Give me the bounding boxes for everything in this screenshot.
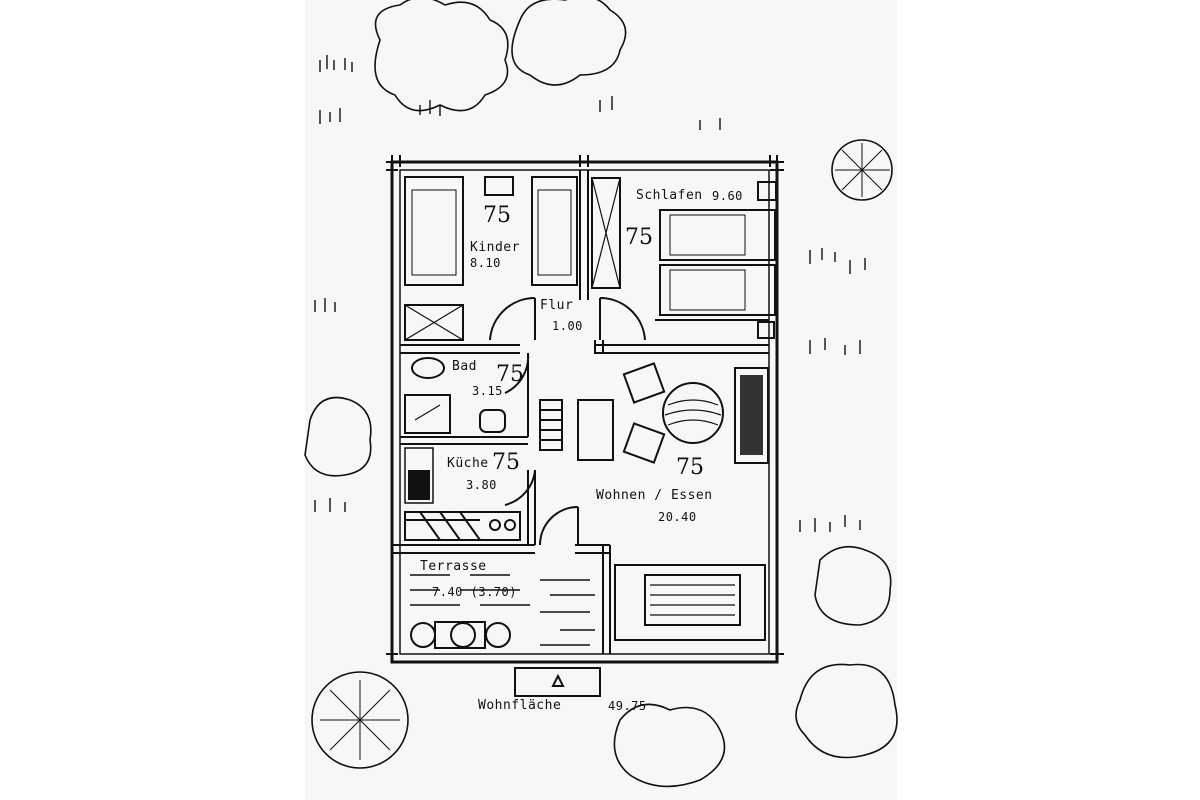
tree-bottom-left <box>311 671 409 769</box>
kitchen-stove <box>404 447 434 504</box>
kinder-bed-1 <box>404 176 464 286</box>
room-schlafen-area: 9.60 <box>712 189 743 203</box>
room-kinder-name: Kinder <box>470 240 520 255</box>
terrace-chair-2 <box>450 622 476 648</box>
door-kinder <box>489 296 536 341</box>
room-kueche-area: 3.80 <box>466 478 497 492</box>
terrace-chair-3 <box>485 622 511 648</box>
inner-wall-line <box>399 169 770 655</box>
note-schlafen: 75 <box>625 225 653 250</box>
outer-wall <box>390 160 779 664</box>
armchair-2 <box>622 422 666 464</box>
note-bad: 75 <box>496 362 524 387</box>
room-wohnen-name: Wohnen / Essen <box>596 488 713 503</box>
room-kueche-name: Küche <box>447 456 489 471</box>
schlafen-bed-1 <box>659 209 776 261</box>
tree-right-bush <box>814 545 892 626</box>
door-schlafen <box>599 296 646 341</box>
schlafen-bed-2 <box>659 264 776 316</box>
wohnflaeche-label: Wohnfläche <box>478 698 562 713</box>
kitchen-counter <box>404 511 521 541</box>
room-bad-area: 3.15 <box>472 384 503 398</box>
log-corners <box>386 155 784 655</box>
room-flur-name: Flur <box>540 298 574 313</box>
schlafen-nightstand-1 <box>757 181 777 201</box>
armchair-1 <box>622 362 666 404</box>
sideboard <box>734 367 769 464</box>
note-kinder: 75 <box>483 203 511 228</box>
kinder-bed-2 <box>531 176 578 286</box>
room-kinder-area: 8.10 <box>470 256 501 270</box>
tree-bottom-mid <box>613 703 726 788</box>
garden-trees <box>304 0 898 788</box>
note-wohnen: 75 <box>676 455 704 480</box>
room-terrasse-area: 7.40 (3.70) <box>432 585 517 599</box>
entrance-arrow-icon <box>551 673 565 687</box>
terrace-chair-1 <box>410 622 436 648</box>
wall-terrasse-right <box>602 553 611 654</box>
wall-kinder-bottom <box>400 344 520 354</box>
grass-strokes <box>314 55 866 532</box>
wall-flur-bottom <box>595 344 769 354</box>
terrasse-boards <box>410 574 595 646</box>
room-schlafen-name: Schlafen <box>636 188 703 203</box>
terrace-table <box>434 621 486 649</box>
toilet <box>411 357 445 379</box>
wall-kinder-schlafen <box>579 170 589 300</box>
tree-bottom-right <box>795 663 898 759</box>
washbasin <box>479 409 506 433</box>
shower <box>404 394 451 434</box>
room-wohnen-area: 20.40 <box>658 510 697 524</box>
schlafen-nightstand-2 <box>757 321 775 339</box>
terrace-bench <box>644 574 741 626</box>
wall-bad-kueche <box>400 436 528 445</box>
wohnflaeche-value: 49.75 <box>608 699 647 713</box>
wall-terrasse-top <box>392 544 610 554</box>
door-bad <box>504 352 530 394</box>
tree-top-left <box>374 0 509 112</box>
shelf <box>539 399 563 451</box>
door-kueche <box>504 469 536 506</box>
note-kueche: 75 <box>492 450 520 475</box>
dining-table <box>577 399 614 461</box>
room-terrasse-name: Terrasse <box>420 559 487 574</box>
kinder-nightstand <box>484 176 514 196</box>
terrace-bench-frame <box>614 564 766 641</box>
shrub-top-right <box>831 139 893 201</box>
wall-kueche-right <box>527 470 536 545</box>
schlafen-wardrobe <box>591 177 621 289</box>
door-terrasse <box>539 506 579 546</box>
entrance-step <box>514 667 601 697</box>
round-rug <box>662 382 724 444</box>
tree-top-center <box>511 0 627 86</box>
room-bad-name: Bad <box>452 359 477 374</box>
tree-left-mid <box>304 396 372 477</box>
kinder-wardrobe <box>404 304 464 341</box>
room-flur-area: 1.00 <box>552 319 583 333</box>
